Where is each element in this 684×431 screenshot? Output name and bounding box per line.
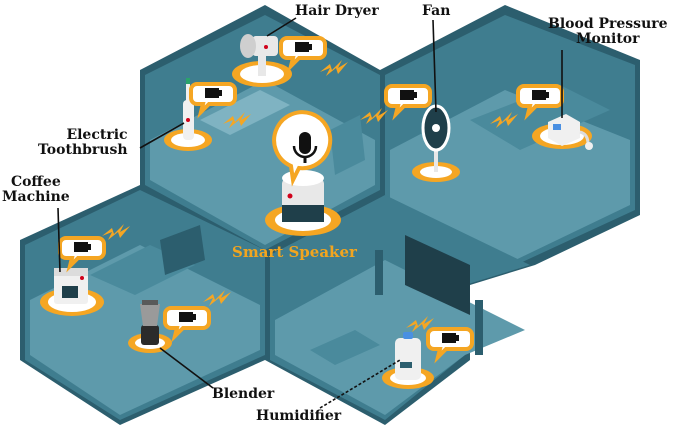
living-room: [270, 195, 530, 420]
fan-device: [412, 104, 460, 182]
microphone-icon: [272, 110, 333, 187]
fan-label: Fan: [422, 3, 451, 19]
coffee-machine-device: [40, 268, 104, 316]
blood-pressure-monitor-label: Blood Pressure Monitor: [548, 16, 668, 47]
humidifier-label: Humidifier: [256, 408, 342, 424]
blood-pressure-monitor-device: [532, 114, 593, 150]
electric-toothbrush-label: Electric Toothbrush: [38, 127, 128, 158]
smart-speaker-label: Smart Speaker: [232, 243, 357, 261]
blender-label: Blender: [212, 386, 275, 402]
electric-toothbrush-device: [164, 78, 212, 151]
coffee-machine-label: Coffee Machine: [2, 174, 70, 205]
hair-dryer-label: Hair Dryer: [295, 3, 379, 19]
humidifier-device: [382, 332, 434, 389]
leader-lines: [57, 17, 563, 409]
hair-dryer-device: [232, 34, 292, 87]
